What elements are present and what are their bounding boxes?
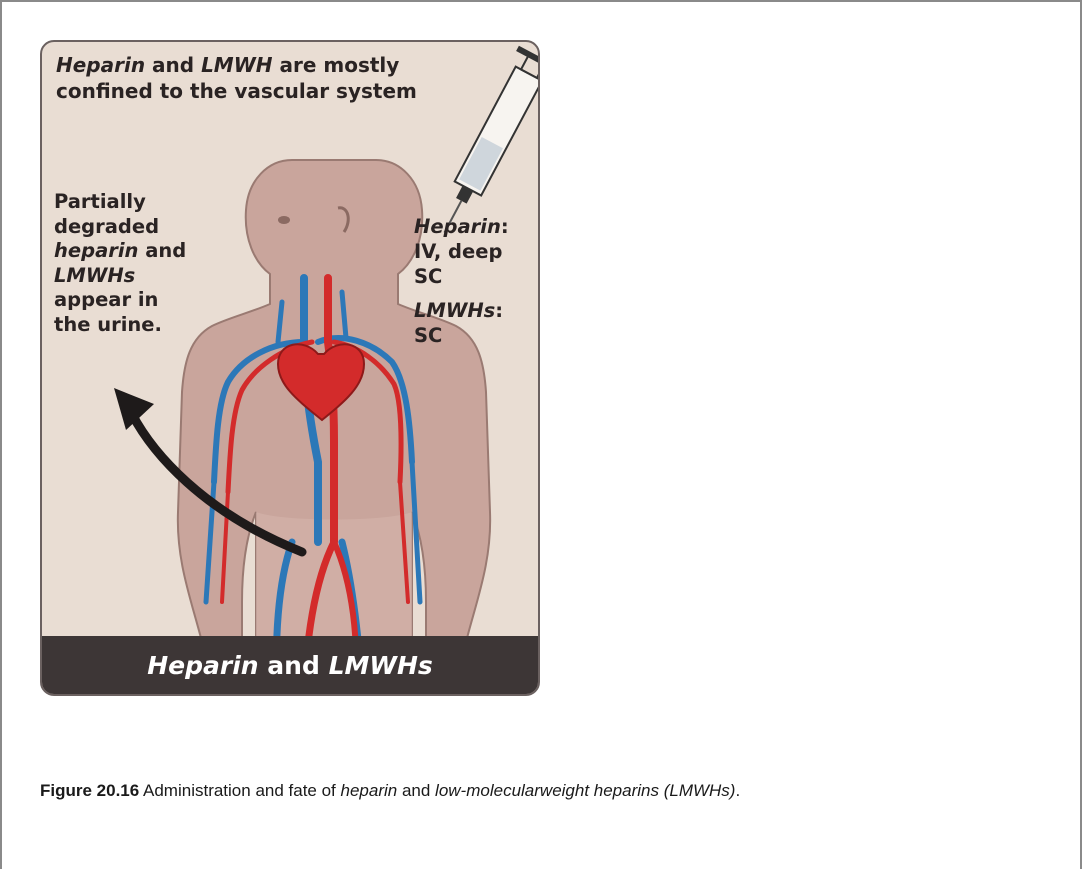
right-label: Heparin: IV, deep SC LMWHs: SC — [414, 214, 536, 348]
figure-panel: Heparin and LMWH are mostly confined to … — [40, 40, 540, 696]
caption-label: Figure 20.16 — [40, 781, 139, 800]
left-heparin-term: heparin — [54, 239, 138, 262]
left-line-1: Partially — [54, 190, 229, 215]
footer-lmwhs-term: LMWHs — [329, 651, 433, 680]
left-line-4: LMWHs — [54, 264, 229, 289]
right-line-3: LMWHs: SC — [414, 298, 536, 348]
top-lmwh-term: LMWH — [201, 53, 272, 77]
left-line-5: appear in — [54, 288, 229, 313]
caption-text-2: and — [397, 781, 435, 800]
anatomy-illustration — [42, 42, 540, 696]
right-heparin-routes: IV, deep SC — [414, 239, 536, 289]
left-line-2: degraded — [54, 215, 229, 240]
right-heparin-term: Heparin — [414, 215, 501, 238]
caption-text-1: Administration and fate of — [139, 781, 340, 800]
caption-lmwh-full: low-molecularweight heparins (LMWHs) — [435, 781, 735, 800]
caption-heparin: heparin — [341, 781, 398, 800]
footer-heparin-term: Heparin — [147, 651, 258, 680]
left-lmwhs-term: LMWHs — [54, 264, 135, 287]
figure-caption: Figure 20.16 Administration and fate of … — [40, 781, 1040, 801]
right-lmwhs-term: LMWHs — [414, 299, 495, 322]
eye — [278, 216, 290, 224]
left-and: and — [138, 239, 186, 262]
figure-footer-bar: Heparin and LMWHs — [42, 636, 538, 694]
footer-and: and — [259, 651, 329, 680]
top-heparin-term: Heparin — [56, 53, 145, 77]
left-line-6: the urine. — [54, 313, 229, 338]
right-heparin-colon: : — [501, 215, 509, 238]
caption-end: . — [735, 781, 740, 800]
top-and: and — [145, 53, 201, 77]
footer-title: Heparin and LMWHs — [147, 651, 433, 680]
left-label: Partially degraded heparin and LMWHs app… — [54, 190, 229, 337]
left-line-3: heparin and — [54, 239, 229, 264]
right-line-1: Heparin: — [414, 214, 536, 239]
top-label: Heparin and LMWH are mostly confined to … — [56, 52, 436, 104]
